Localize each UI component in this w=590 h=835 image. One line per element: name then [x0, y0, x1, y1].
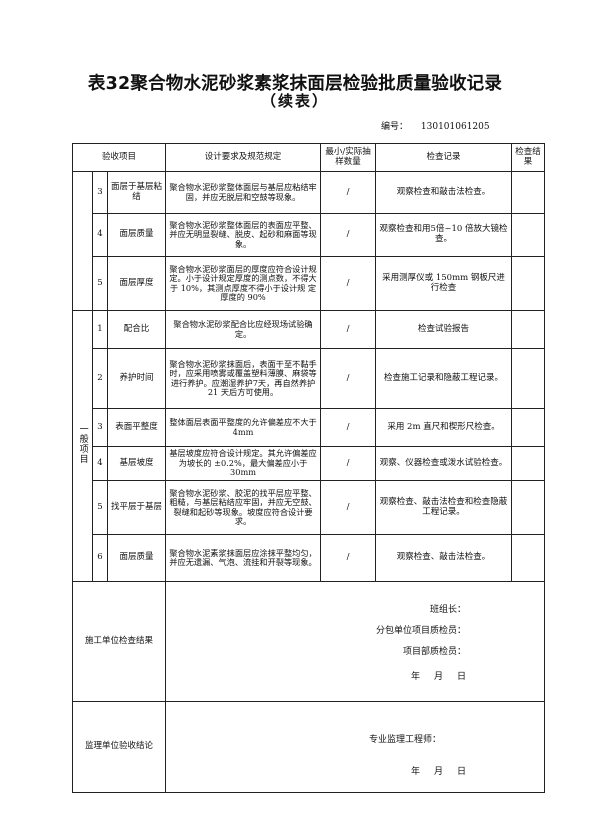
inspection-table: 验收项目 设计要求及规范规定 最小/实际抽样数量 检查记录 检查结果 3 面层于… — [71, 143, 546, 793]
row-requirement: 聚合物水泥砂浆、胶泥的找平层应平整、粗糙，与基层粘结应牢固，并应无空鼓、裂缝和起… — [165, 480, 322, 535]
table-row: 一般项目 1 配合比 聚合物水泥砂浆配合比应经现场试验确定。 / 检查试验报告 — [72, 310, 546, 582]
table-row: 5 面层厚度 聚合物水泥砂浆面层的厚度应符合设计规定。小于设计规定厚度的测点数，… — [73, 256, 546, 311]
row-no: 5 — [92, 480, 108, 535]
construction-row: 施工单位检查结果 班组长： 分包单位项目质检员： 项目部质检员： 年月日 — [71, 581, 546, 702]
table-row: 2 养护时间 聚合物水泥砂浆抹面后，表面干至不黏手时，应采用喷雾或覆盖塑料薄膜、… — [73, 348, 546, 409]
supervision-sign-area[interactable]: 专业监理工程师： 年月日 — [165, 701, 546, 793]
construction-date: 年月日 — [411, 672, 467, 682]
row-sample: / — [320, 446, 377, 481]
row-record: 检查施工记录和隐蔽工程记录。 — [375, 348, 513, 409]
row-requirement: 基层坡度应符合设计规定。其允许偏差应为坡长的 ±0.2%，最大偏差应小于 30m… — [165, 446, 322, 481]
row-name: 面层质量 — [106, 213, 167, 257]
supervisor-label: 专业监理工程师： — [369, 735, 442, 745]
row-name: 表面平整度 — [106, 408, 167, 447]
header-sample: 最小/实际抽样数量 — [320, 143, 377, 172]
row-record: 观察检查和敲击法检查。 — [375, 171, 513, 214]
row-requirement: 聚合物水泥素浆抹面层应涂抹平整均匀，并应无遗漏、气泡、流挂和开裂等现象。 — [165, 534, 322, 582]
general-group-label: 一般项目 — [72, 310, 93, 582]
row-sample: / — [320, 213, 377, 257]
table-row: 6 面层质量 聚合物水泥素浆抹面层应涂抹平整均匀，并应无遗漏、气泡、流挂和开裂等… — [73, 534, 546, 582]
row-name: 基层坡度 — [106, 446, 167, 481]
row-result[interactable] — [511, 480, 546, 535]
supervision-date: 年月日 — [411, 767, 467, 777]
row-result[interactable] — [511, 408, 546, 447]
table-row: 3 面层于基层粘结 聚合物水泥砂浆整体面层与基层应粘结牢固，并应无脱层和空鼓等现… — [72, 171, 546, 311]
row-name: 养护时间 — [106, 348, 167, 409]
row-sample: / — [320, 534, 377, 582]
construction-label: 施工单位检查结果 — [71, 581, 167, 702]
row-sample: / — [320, 256, 377, 311]
table-row: 4 面层质量 聚合物水泥砂浆整体面层的表面应平整、并应无明显裂缝、脱皮、起砂和麻… — [73, 213, 546, 257]
project-inspector-label: 项目部质检员： — [403, 647, 467, 657]
header-result: 检查结果 — [511, 143, 546, 172]
row-sample: / — [320, 480, 377, 535]
row-requirement: 聚合物水泥砂浆整体面层与基层应粘结牢固，并应无脱层和空鼓等现象。 — [165, 171, 322, 214]
header-record: 检查记录 — [375, 143, 513, 172]
header-item: 验收项目 — [71, 143, 167, 172]
row-sample: / — [320, 408, 377, 447]
row-name: 面层质量 — [106, 534, 167, 582]
row-record: 观察检查、敲击法检查和检查隐蔽工程记录。 — [375, 480, 513, 535]
row-requirement: 聚合物水泥砂浆配合比应经现场试验确定。 — [165, 310, 322, 349]
row-name: 找平层于基层 — [106, 480, 167, 535]
row-name: 面层厚度 — [106, 256, 167, 311]
row-name: 面层于基层粘结 — [106, 171, 167, 214]
row-result[interactable] — [511, 171, 546, 214]
row-no: 4 — [92, 446, 108, 481]
main-group-cell — [72, 171, 93, 311]
row-requirement: 聚合物水泥砂浆抹面后，表面干至不黏手时，应采用喷雾或覆盖塑料薄膜、麻袋等进行养护… — [165, 348, 322, 409]
page-subtitle: （续表） — [260, 92, 329, 110]
supervision-label: 监理单位验收结论 — [71, 701, 167, 793]
page-title: 表32聚合物水泥砂浆素浆抹面层检验批质量验收记录 — [87, 74, 503, 94]
row-no: 1 — [92, 310, 108, 349]
row-record: 采用测厚仪或 150mm 钢板尺进行检查 — [375, 256, 513, 311]
row-result[interactable] — [511, 213, 546, 257]
row-record: 观察检查、敲击法检查。 — [375, 534, 513, 582]
row-result[interactable] — [511, 256, 546, 311]
row-result[interactable] — [511, 534, 546, 582]
construction-sign-area[interactable]: 班组长： 分包单位项目质检员： 项目部质检员： 年月日 — [165, 581, 546, 702]
header-requirement: 设计要求及规范规定 — [165, 143, 322, 172]
row-result[interactable] — [511, 348, 546, 409]
row-record: 观察、仪器检查或泼水试验检查。 — [375, 446, 513, 481]
table-row: 5 找平层于基层 聚合物水泥砂浆、胶泥的找平层应平整、粗糙，与基层粘结应牢固，并… — [73, 480, 546, 535]
team-leader-label: 班组长： — [430, 605, 467, 615]
row-requirement: 聚合物水泥砂浆面层的厚度应符合设计规定。小于设计规定厚度的测点数，不得大于 10… — [165, 256, 322, 311]
row-no: 2 — [92, 348, 108, 409]
row-result[interactable] — [511, 446, 546, 481]
row-sample: / — [320, 348, 377, 409]
row-sample: / — [320, 171, 377, 214]
row-record: 采用 2m 直尺和楔形尺检查。 — [375, 408, 513, 447]
sub-inspector-label: 分包单位项目质检员： — [376, 626, 467, 636]
row-record: 观察检查和用5倍~10 倍放大镜检查。 — [375, 213, 513, 257]
row-requirement: 整体面层表面平整度的允许偏差应不大于 4mm — [165, 408, 322, 447]
row-no: 3 — [92, 408, 108, 447]
row-no: 4 — [92, 213, 108, 257]
row-no: 5 — [92, 256, 108, 311]
header-row: 验收项目 设计要求及规范规定 最小/实际抽样数量 检查记录 检查结果 — [71, 143, 546, 172]
table-row: 4 基层坡度 基层坡度应符合设计规定。其允许偏差应为坡长的 ±0.2%，最大偏差… — [73, 446, 546, 481]
row-name: 配合比 — [106, 310, 167, 349]
row-record: 检查试验报告 — [375, 310, 513, 349]
row-result[interactable] — [511, 310, 546, 349]
table-row: 3 表面平整度 整体面层表面平整度的允许偏差应不大于 4mm / 采用 2m 直… — [73, 408, 546, 447]
row-requirement: 聚合物水泥砂浆整体面层的表面应平整、并应无明显裂缝、脱皮、起砂和麻面等现象。 — [165, 213, 322, 257]
row-no: 3 — [92, 171, 108, 214]
code-value: 130101061205 — [420, 122, 490, 132]
supervision-row: 监理单位验收结论 专业监理工程师： 年月日 — [71, 701, 546, 793]
row-sample: / — [320, 310, 377, 349]
row-no: 6 — [92, 534, 108, 582]
record-code: 编号： 130101061205 — [381, 119, 490, 132]
code-label: 编号： — [381, 122, 409, 132]
